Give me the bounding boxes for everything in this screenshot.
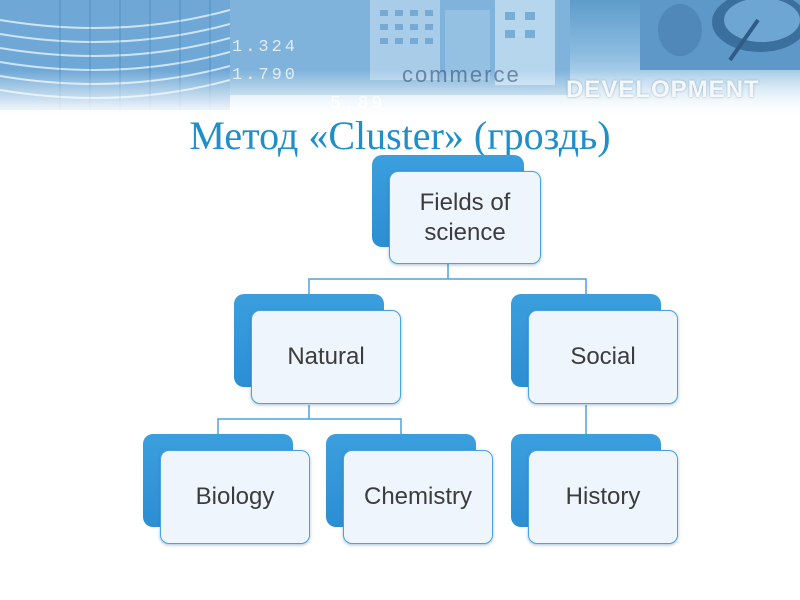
node-natural-label: Natural	[251, 310, 401, 404]
connector-root-to-branches	[309, 264, 586, 294]
node-root-label: Fields of science	[389, 171, 541, 264]
connector-natural-to-children	[218, 405, 401, 434]
node-history-label: History	[528, 450, 678, 544]
node-chemistry-label: Chemistry	[343, 450, 493, 544]
node-biology-label: Biology	[160, 450, 310, 544]
node-social-label: Social	[528, 310, 678, 404]
